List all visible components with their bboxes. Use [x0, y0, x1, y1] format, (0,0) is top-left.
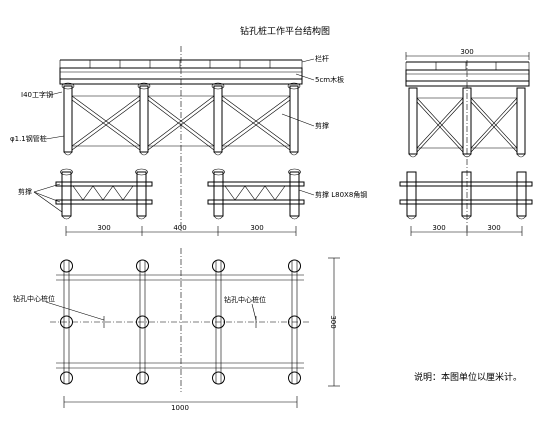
dim-side-2: 300 [487, 224, 500, 232]
plan-view: 钻孔中心桩位 钻孔中心桩位 1000 300 [13, 248, 340, 412]
dim-front-1: 300 [97, 224, 110, 232]
front-pile-2 [139, 85, 149, 153]
side-deck [405, 69, 530, 82]
dim-side-top: 300 [460, 48, 473, 56]
label-pile-center-2: 钻孔中心桩位 [224, 295, 266, 304]
plan-pile [60, 259, 73, 273]
note-units: 说明：本图单位以厘米计。 [414, 371, 522, 383]
dim-plan-bottom: 1000 [171, 404, 189, 412]
front-lower-left [55, 168, 153, 220]
front-lower-right [207, 168, 305, 220]
label-brace-front: 剪撑 [315, 121, 329, 130]
front-pile-4 [289, 85, 299, 153]
label-i-beam: I40工字钢 [21, 90, 53, 99]
side-elevation: 300 [399, 48, 533, 236]
label-plank: 5cm木板 [315, 75, 344, 84]
label-pile-center-1: 钻孔中心桩位 [13, 294, 55, 303]
label-brace-left: 剪撑 [18, 187, 32, 196]
drawing-title: 钻孔桩工作平台结构图 [240, 25, 330, 37]
front-pile-1 [63, 85, 73, 153]
dim-plan-right: 300 [329, 315, 337, 328]
dim-side-1: 300 [432, 224, 445, 232]
label-brace-bottom: 剪撑 L80X8角钢 [315, 190, 367, 199]
dim-front-2: 400 [173, 224, 186, 232]
front-elevation: 300 400 300 栏杆 5cm木板 I40工字钢 φ1.1钢管桩 剪撑 剪… [10, 46, 367, 236]
front-pile-3 [213, 85, 223, 153]
label-pile: φ1.1钢管桩 [10, 134, 47, 143]
dim-front-3: 300 [250, 224, 263, 232]
label-rail: 栏杆 [315, 54, 329, 63]
